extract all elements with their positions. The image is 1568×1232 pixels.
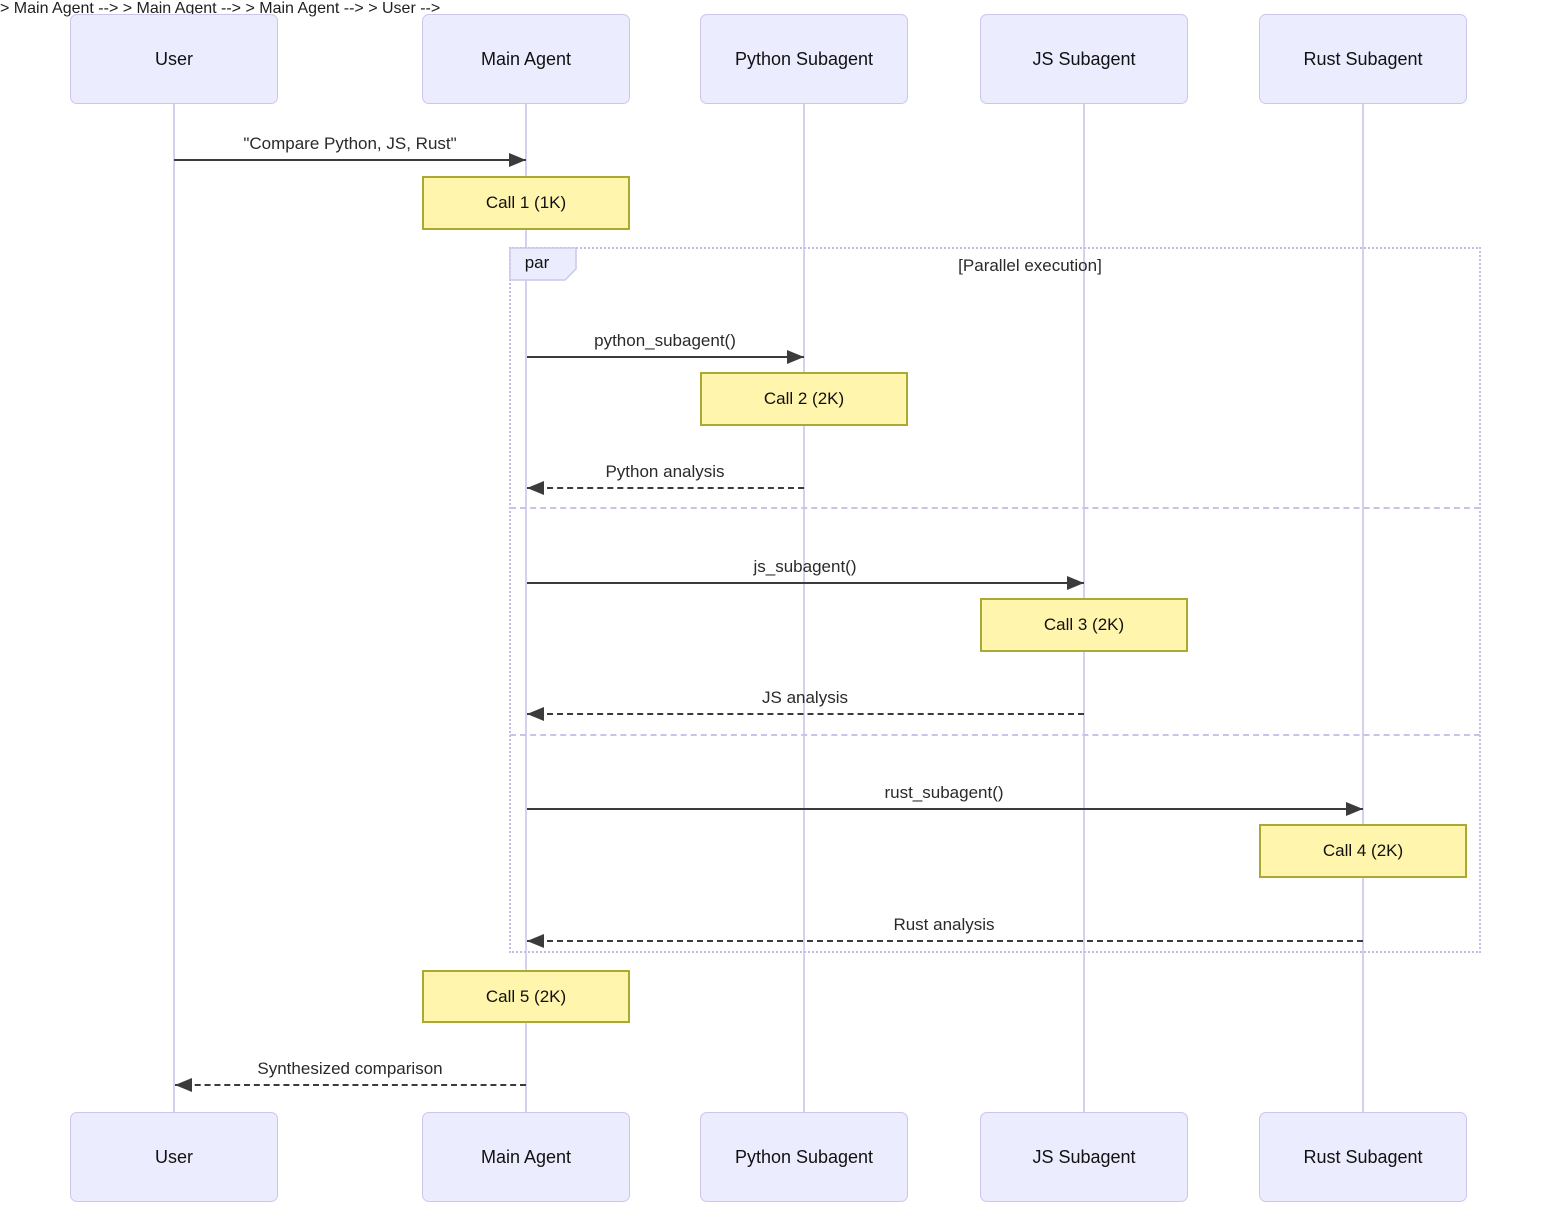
- par-divider-1: [510, 507, 1480, 509]
- message-python-analysis-label: Python analysis: [605, 462, 725, 481]
- actor-rust-subagent-bottom: Rust Subagent: [1259, 1112, 1467, 1202]
- arrowhead-right-icon: [1067, 576, 1084, 590]
- actor-js-subagent-bottom: JS Subagent: [980, 1112, 1188, 1202]
- arrowhead-left-icon: [527, 707, 544, 721]
- message-rust-analysis-label: Rust analysis: [893, 915, 995, 934]
- note-label: Call 1 (1K): [485, 193, 567, 212]
- arrowhead-left-icon: [175, 1078, 192, 1092]
- arrowhead-left-icon: [527, 481, 544, 495]
- par-label-shape-icon: [509, 247, 577, 281]
- message-js-subagent-label: js_subagent(): [753, 557, 857, 576]
- actor-rust-subagent-top: Rust Subagent: [1259, 14, 1467, 104]
- par-block-frame: [509, 247, 1481, 953]
- message-compare-line: [174, 159, 526, 161]
- actor-label: JS Subagent: [1032, 1146, 1136, 1167]
- message-synthesized-comparison-label: Synthesized comparison: [257, 1059, 443, 1078]
- actor-user-top: User: [70, 14, 278, 104]
- actor-label: Python Subagent: [734, 48, 874, 69]
- message-rust-subagent-label: rust_subagent(): [884, 783, 1004, 802]
- message-js-subagent-line: [527, 582, 1084, 584]
- message-compare-label: "Compare Python, JS, Rust": [243, 134, 457, 153]
- actor-label: Rust Subagent: [1303, 1146, 1423, 1167]
- actor-python-subagent-bottom: Python Subagent: [700, 1112, 908, 1202]
- note-call-3: Call 3 (2K): [980, 598, 1188, 652]
- actor-label: JS Subagent: [1032, 48, 1136, 69]
- lifeline-python-subagent: [803, 104, 805, 1112]
- note-call-2: Call 2 (2K): [700, 372, 908, 426]
- message-js-analysis-line: [527, 713, 1084, 715]
- message-js-analysis-label: JS analysis: [762, 688, 848, 707]
- par-condition-label: [Parallel execution]: [958, 256, 1102, 275]
- actor-main-agent-bottom: Main Agent: [422, 1112, 630, 1202]
- note-label: Call 4 (2K): [1322, 841, 1404, 860]
- actor-label: Python Subagent: [734, 1146, 874, 1167]
- arrowhead-right-icon: [509, 153, 526, 167]
- message-python-subagent-label: python_subagent(): [594, 331, 736, 350]
- message-rust-subagent-line: [527, 808, 1363, 810]
- actor-label: Main Agent: [480, 48, 572, 69]
- actor-label: User: [154, 48, 193, 69]
- arrowhead-right-icon: [787, 350, 804, 364]
- message-rust-analysis-line: [527, 940, 1363, 942]
- note-label: Call 2 (2K): [763, 389, 845, 408]
- par-label-text: par: [524, 253, 550, 272]
- actor-js-subagent-top: JS Subagent: [980, 14, 1188, 104]
- note-call-1: Call 1 (1K): [422, 176, 630, 230]
- actor-user-bottom: User: [70, 1112, 278, 1202]
- arrowhead-right-icon: [1346, 802, 1363, 816]
- actor-main-agent-top: Main Agent: [422, 14, 630, 104]
- arrowhead-left-icon: [527, 934, 544, 948]
- lifeline-rust-subagent: [1362, 104, 1364, 1112]
- message-synthesized-comparison-line: [175, 1084, 526, 1086]
- par-divider-2: [510, 734, 1480, 736]
- actor-label: Rust Subagent: [1303, 48, 1423, 69]
- par-label: par: [509, 247, 577, 281]
- actor-label: User: [154, 1146, 193, 1167]
- note-call-5: Call 5 (2K): [422, 970, 630, 1023]
- note-label: Call 3 (2K): [1043, 615, 1125, 634]
- lifeline-user: [173, 104, 175, 1112]
- lifeline-main-agent: [525, 104, 527, 1112]
- note-label: Call 5 (2K): [485, 986, 567, 1006]
- note-call-4: Call 4 (2K): [1259, 824, 1467, 878]
- actor-python-subagent-top: Python Subagent: [700, 14, 908, 104]
- actor-label: Main Agent: [480, 1146, 572, 1167]
- message-python-subagent-line: [527, 356, 804, 358]
- message-python-analysis-line: [527, 487, 804, 489]
